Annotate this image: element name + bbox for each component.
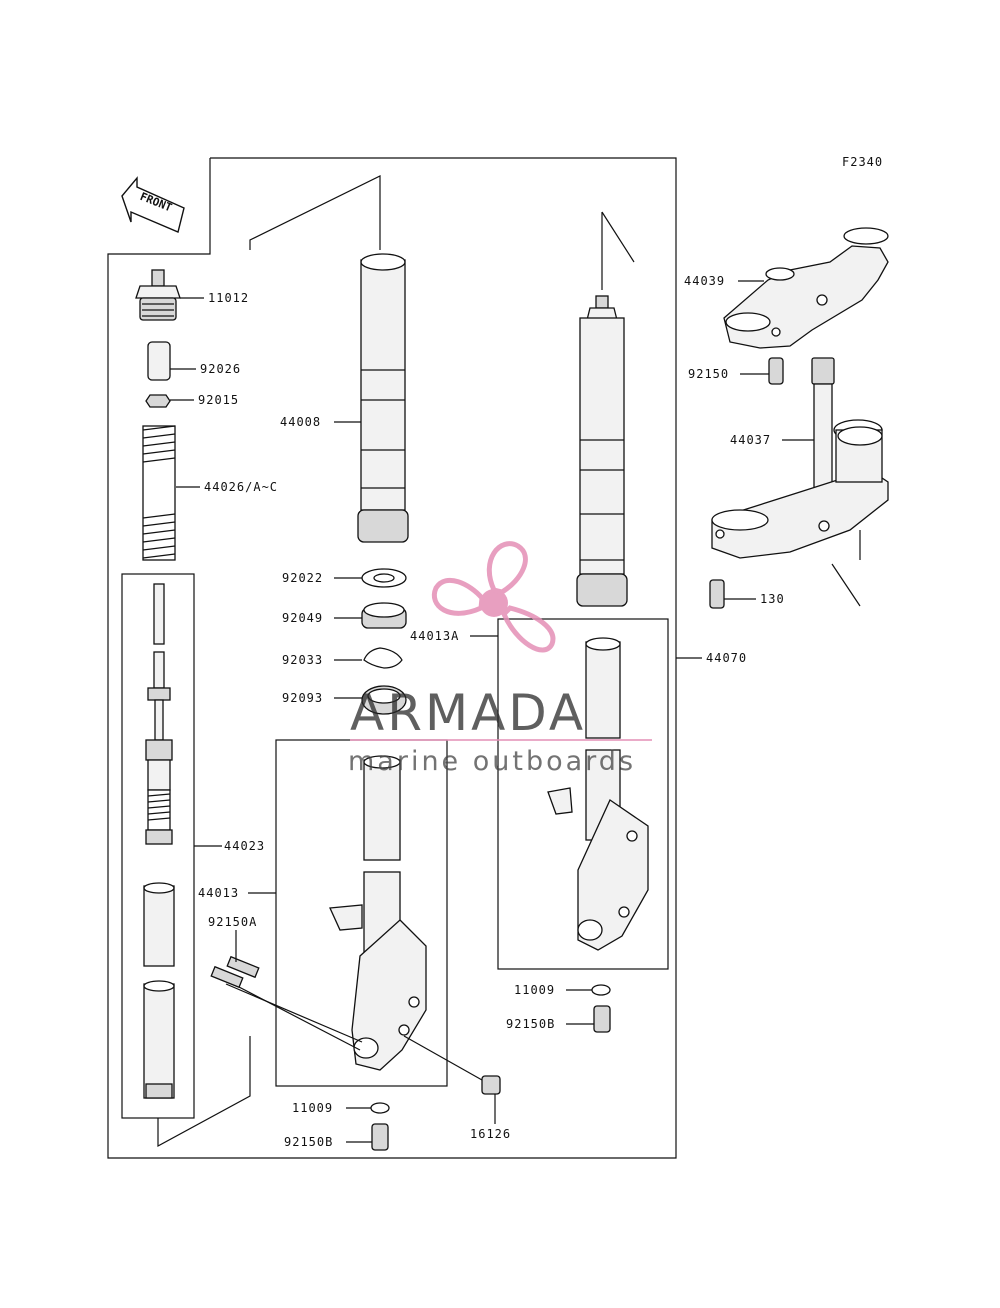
label-92049: 92049 <box>282 611 323 625</box>
label-92150B-bottom: 92150B <box>284 1135 333 1149</box>
drain-bolt-part <box>481 1075 501 1095</box>
label-11012: 11012 <box>208 291 249 305</box>
inner-tube-right-part <box>576 295 628 607</box>
inner-tube-part <box>357 253 409 543</box>
label-44008: 44008 <box>280 415 321 429</box>
label-92150A: 92150A <box>208 915 257 929</box>
damper-cylinder-part <box>143 882 175 1099</box>
label-44037: 44037 <box>730 433 771 447</box>
front-arrow-icon: FRONT <box>121 176 185 233</box>
watermark-subtitle: marine outboards <box>348 746 636 777</box>
label-130: 130 <box>760 592 785 606</box>
bolt-small-part <box>371 1123 389 1151</box>
label-92033: 92033 <box>282 653 323 667</box>
label-44026: 44026/A~C <box>204 480 278 494</box>
axle-bolt-part <box>210 955 363 1051</box>
label-11009-right: 11009 <box>514 983 555 997</box>
figure-code: F2340 <box>842 155 883 169</box>
label-92026: 92026 <box>200 362 241 376</box>
washer-small-part <box>370 1102 390 1114</box>
label-92150B-right: 92150B <box>506 1017 555 1031</box>
circlip-part <box>363 647 403 669</box>
nut-part <box>145 394 171 408</box>
label-44070: 44070 <box>706 651 747 665</box>
fork-spring-part <box>142 425 176 561</box>
spacer-part <box>147 341 171 381</box>
stem-bolt-part <box>709 579 725 609</box>
washer-small-right-part <box>591 984 611 996</box>
assembly-frame <box>107 157 677 1159</box>
label-16126: 16126 <box>470 1127 511 1141</box>
watermark-logo <box>431 541 556 653</box>
label-44023: 44023 <box>224 839 265 853</box>
upper-bracket-part <box>723 227 889 349</box>
oil-seal-part <box>361 602 407 629</box>
label-92093: 92093 <box>282 691 323 705</box>
bolt-small-right-part <box>593 1005 611 1033</box>
label-92022: 92022 <box>282 571 323 585</box>
outer-tube-right-group-box <box>497 618 669 970</box>
cap-bolt-part <box>135 269 181 321</box>
outer-tube-part <box>329 755 427 1071</box>
label-92015: 92015 <box>198 393 239 407</box>
label-44013: 44013 <box>198 886 239 900</box>
damper-rod-part <box>145 583 173 845</box>
label-92150: 92150 <box>688 367 729 381</box>
outer-tube-right-part <box>547 637 649 951</box>
steering-stem-part <box>711 357 889 559</box>
dust-seal-part <box>361 685 407 715</box>
clamp-bolt-part <box>768 357 784 385</box>
label-11009-bottom: 11009 <box>292 1101 333 1115</box>
label-44039: 44039 <box>684 274 725 288</box>
label-44013A: 44013A <box>410 629 459 643</box>
watermark-title: ARMADA <box>350 684 586 742</box>
